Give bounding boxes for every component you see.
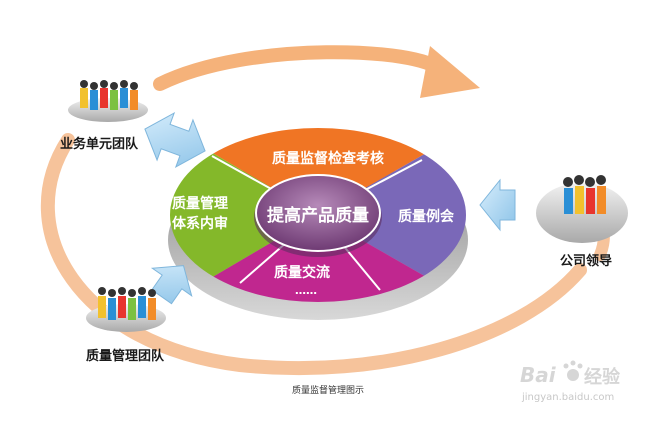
segment-left: [170, 128, 318, 302]
baidu-watermark: Bai 经验 jingyan.baidu.com: [520, 360, 621, 403]
watermark-url: jingyan.baidu.com: [521, 392, 614, 403]
arrow-head-icon: [420, 46, 480, 98]
business-unit-team: 业务单元团队: [60, 80, 148, 152]
quality-mgmt-team-label: 质量管理团队: [86, 348, 165, 364]
business-unit-team-label: 业务单元团队: [60, 136, 139, 152]
center-ellipse: [255, 174, 381, 252]
people-group-icon: [563, 175, 606, 214]
segment-right: [318, 128, 466, 302]
segment-disk: [170, 128, 466, 302]
diagram-caption: 质量监督管理图示: [292, 384, 364, 396]
segment-bottom-label-1: 质量交流: [274, 264, 330, 281]
segment-left-label-1: 质量管理: [172, 195, 228, 212]
segment-top-label: 质量监督检查考核: [272, 150, 384, 167]
people-group-icon: [80, 80, 138, 110]
paw-icon: [563, 360, 583, 381]
segment-bottom: [170, 215, 466, 302]
quality-mgmt-team: 质量管理团队: [86, 287, 166, 364]
segment-right-label: 质量例会: [398, 208, 455, 225]
segment-left-label-2: 体系内审: [172, 215, 228, 232]
watermark-brand-tail: 经验: [584, 366, 621, 388]
segment-bottom-label-2: ……: [295, 284, 317, 297]
double-arrow-icon: [144, 112, 206, 168]
segment-top: [170, 128, 466, 215]
right-arrow-icon: [479, 178, 516, 232]
up-right-arrow-icon: [150, 265, 193, 305]
people-group-icon: [98, 287, 156, 320]
company-leader-label: 公司领导: [560, 253, 612, 269]
watermark-brand: Bai: [520, 363, 557, 387]
company-leader-team: 公司领导: [536, 175, 628, 269]
center-label: 提高产品质量: [267, 205, 369, 226]
